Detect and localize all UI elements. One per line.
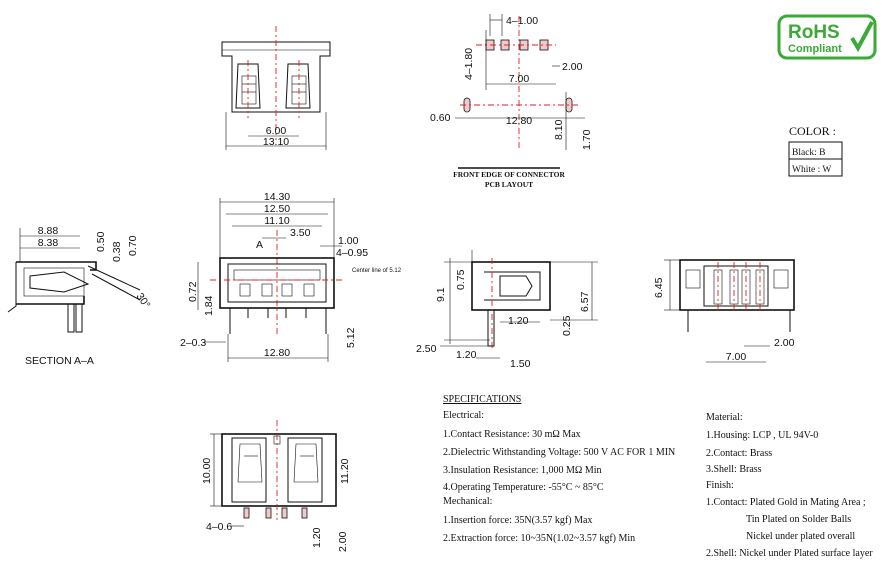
bottom-d2: 2.00: [337, 531, 349, 552]
front-h1: 0.72: [187, 281, 199, 302]
section-d4: 0.38: [111, 241, 123, 262]
color-row-black: Black: B: [792, 148, 826, 158]
spec-finish-3: Nickel under plated overall: [746, 531, 855, 542]
section-d2: 8.38: [38, 237, 59, 249]
spec-finish-4: 2.Shell: Nickel under Plated surface lay…: [706, 548, 873, 559]
rear-span: 7.00: [726, 351, 747, 363]
section-d1: 8.88: [38, 225, 59, 237]
front-note: Center line of 5.12: [352, 268, 402, 274]
front-bottom: 12.80: [264, 347, 290, 359]
front-w2: 12.50: [264, 203, 290, 215]
spec-electrical-4: 4.Operating Temperature: -55°C ~ 85°C: [443, 482, 604, 493]
color-row-white: White : W: [792, 165, 831, 175]
side-d6: 2.50: [416, 343, 437, 355]
front-w4: 3.50: [290, 227, 311, 239]
color-title: COLOR :: [789, 124, 836, 138]
front-w1: 14.30: [264, 191, 290, 203]
spec-electrical-2: 2.Dielectric Withstanding Voltage: 500 V…: [443, 447, 675, 458]
spec-material-1: 1.Housing: LCP , UL 94V-0: [706, 430, 818, 441]
pcb-caption-2: PCB LAYOUT: [485, 180, 533, 189]
rear-height: 6.45: [653, 277, 665, 298]
spec-title: SPECIFICATIONS: [443, 394, 521, 405]
top-inner-dim: 6.00: [266, 125, 287, 137]
top-outer-dim: 13.10: [263, 136, 289, 148]
side-d7: 1.20: [456, 349, 477, 361]
spec-finish-2: Tin Plated on Solder Balls: [746, 514, 851, 525]
pcb-pitch-dim: 4–1.00: [506, 15, 538, 27]
pcb-layout: 4–1.00 4–1.80 7.00 2.00 0.60 12.80 8.10 …: [430, 14, 593, 189]
spec-electrical-head: Electrical:: [443, 410, 484, 421]
spec-finish-head: Finish:: [706, 480, 734, 491]
color-table: COLOR : Black: B White : W: [788, 124, 843, 177]
top-view: 6.00 13.10: [221, 26, 331, 150]
section-d3: 0.50: [95, 231, 107, 252]
front-pin: 2–0.3: [180, 337, 206, 349]
section-mark: A: [256, 239, 263, 251]
rohs-title: RoHS: [788, 22, 840, 43]
side-d3: 6.57: [579, 291, 591, 312]
pcb-slot-span-dim: 12.80: [506, 115, 532, 127]
pcb-span-dim: 7.00: [509, 73, 530, 85]
pcb-slot-width-dim: 0.60: [430, 112, 451, 124]
section-d5: 0.70: [127, 235, 139, 256]
side-d1: 0.75: [455, 269, 467, 290]
bottom-d1: 1.20: [311, 527, 323, 548]
section-view: 8.88 8.38 0.50 0.38 0.70 30° SECTION A–A: [7, 225, 153, 367]
spec-electrical-3: 3.Insulation Resistance: 1,000 MΩ Min: [443, 465, 602, 476]
section-angle: 30°: [134, 291, 153, 311]
pcb-height-dim: 4–1.80: [463, 48, 475, 80]
rear-view: 6.45 2.00 7.00: [653, 259, 795, 363]
side-view: 9.1 0.75 6.57 1.20 0.25 2.50 1.20 1.50: [416, 250, 598, 370]
rohs-subtitle: Compliant: [788, 43, 842, 55]
pcb-caption-1: FRONT EDGE OF CONNECTOR: [453, 170, 565, 179]
spec-mechanical-2: 2.Extraction force: 10~35N(1.02~3.57 kgf…: [443, 533, 635, 544]
front-right: 5.12: [345, 327, 357, 348]
spec-material-3: 3.Shell: Brass: [706, 464, 762, 475]
front-w3: 11.10: [264, 215, 290, 227]
spec-mechanical-head: Mechanical:: [443, 496, 492, 507]
side-d4: 1.20: [508, 315, 529, 327]
pcb-h1-dim: 8.10: [553, 119, 565, 140]
spec-electrical-1: 1.Contact Resistance: 30 mΩ Max: [443, 429, 581, 440]
bottom-h1: 10.00: [201, 458, 213, 484]
rear-gap: 2.00: [774, 337, 795, 349]
section-label: SECTION A–A: [25, 355, 94, 367]
front-w6: 4–0.95: [336, 247, 368, 259]
spec-material-2: 2.Contact: Brass: [706, 448, 772, 459]
spec-finish-1: 1.Contact: Plated Gold in Mating Area ;: [706, 497, 866, 508]
pcb-h2-dim: 1.70: [581, 129, 593, 150]
bottom-pins: 4–0.6: [206, 521, 232, 533]
bottom-view: 10.00 11.20 4–0.6 1.20 2.00: [201, 420, 351, 552]
check-icon: [850, 21, 874, 53]
bottom-h2: 11.20: [339, 458, 351, 484]
front-w5: 1.00: [338, 235, 359, 247]
side-d2: 9.1: [435, 287, 447, 302]
spec-mechanical-1: 1.Insertion force: 35N(3.57 kgf) Max: [443, 515, 592, 526]
side-d8: 1.50: [510, 358, 531, 370]
front-view: 14.30 12.50 11.10 3.50 A 1.00 4–0.95 0.7…: [180, 191, 402, 362]
front-h2: 1.84: [203, 295, 215, 316]
rohs-badge: RoHS Compliant: [777, 14, 877, 60]
pcb-row-gap-dim: 2.00: [562, 61, 583, 73]
spec-material-head: Material:: [706, 412, 743, 423]
side-d5: 0.25: [561, 315, 573, 336]
specifications: SPECIFICATIONS Electrical: 1.Contact Res…: [443, 394, 873, 559]
